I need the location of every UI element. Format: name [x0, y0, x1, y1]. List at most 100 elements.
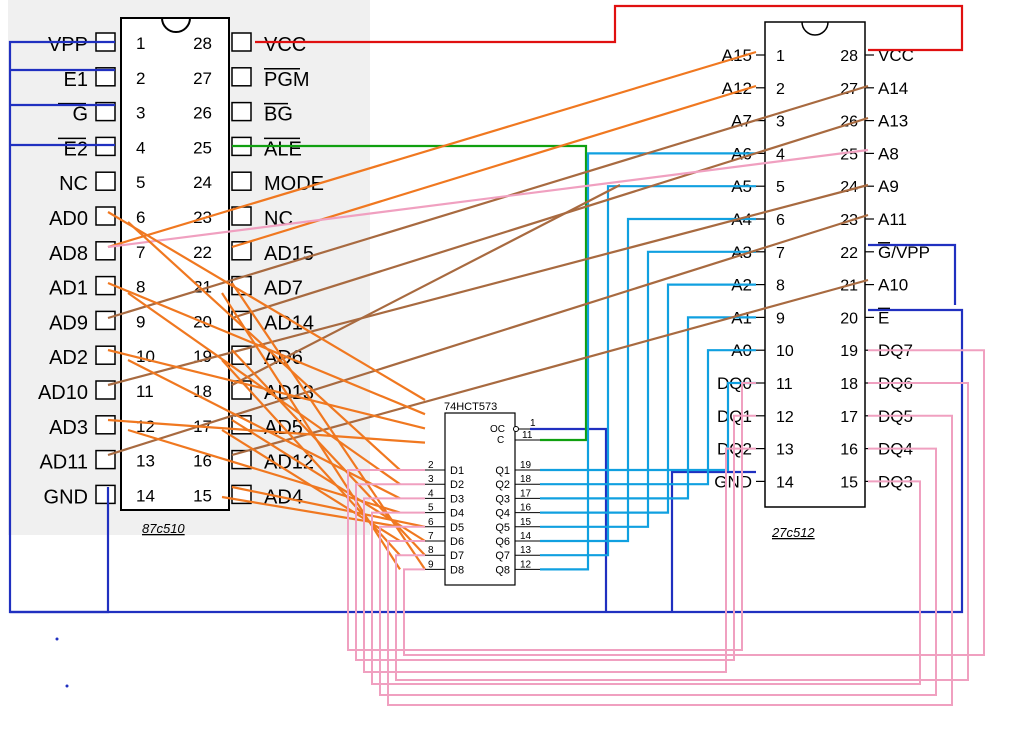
pin-number-6: 6	[776, 212, 785, 229]
pin-number-9: 9	[776, 310, 785, 327]
pin-pad	[95, 136, 116, 157]
pin-number-28: 28	[840, 48, 858, 65]
latch-pin-number-8: 8	[428, 545, 434, 556]
latch-pin-label-d1: D1	[450, 465, 464, 477]
wire-ad-fan	[127, 221, 401, 471]
address-wire-q6	[540, 217, 756, 543]
stray-dot	[65, 684, 69, 688]
latch-pin-number-7: 7	[428, 531, 434, 542]
rom-ground-wire	[670, 470, 756, 612]
pin-number-22: 22	[840, 245, 858, 262]
latch-pin-label-d2: D2	[450, 479, 464, 491]
latch-pin-number-2: 2	[428, 460, 434, 471]
pin-number-16: 16	[840, 442, 858, 459]
pin-pad	[95, 484, 116, 505]
pin-number-13: 13	[776, 442, 794, 459]
pin-label-ad9: AD9	[49, 312, 88, 334]
chip-27c512-caption: 27c512	[771, 525, 815, 540]
wire-ad14-a13	[231, 116, 869, 320]
chip-87c510-right-pins: 28VCC27PGM26BG25ALE24MODE23NC22AD1521AD7…	[193, 32, 324, 508]
pin-number-20: 20	[840, 310, 858, 327]
address-wire-q2	[540, 349, 756, 486]
pin-label-e2: E2	[64, 138, 88, 160]
pin-number-5: 5	[776, 179, 785, 196]
pin-number-26: 26	[193, 104, 212, 123]
pin-number-15: 15	[193, 486, 212, 505]
pin-label-ad8: AD8	[49, 243, 88, 265]
pin-label-ad1: AD1	[49, 278, 88, 300]
wire-ad-fan	[127, 359, 401, 500]
pin-label-ad7: AD7	[264, 278, 303, 300]
pin-number-16: 16	[193, 452, 212, 471]
wire-ad-to-latch	[231, 282, 426, 571]
latch-pin-label-d8: D8	[450, 564, 464, 576]
latch-pin-number-16: 16	[520, 503, 532, 514]
pin-label-bg: BG	[264, 104, 293, 126]
pin-pad	[231, 67, 252, 87]
data-wire-dq5	[387, 414, 953, 706]
data-wire-dq6	[395, 382, 969, 681]
data-wire-dq1	[355, 414, 756, 661]
latch-pin-label-q6: Q6	[495, 536, 510, 548]
oc-ground-wire	[530, 427, 608, 612]
data-wire-dq3	[371, 480, 921, 685]
pin-number-24: 24	[193, 173, 212, 192]
pin-pad	[95, 345, 116, 365]
pin-number-1: 1	[776, 48, 785, 65]
chip-notch	[161, 17, 191, 33]
pin-number-27: 27	[193, 69, 212, 88]
pin-number-14: 14	[136, 486, 155, 505]
pin-label-ale: ALE	[264, 138, 302, 160]
pin-number-17: 17	[840, 409, 858, 426]
pin-pad	[95, 101, 116, 122]
latch-pin-label-q8: Q8	[495, 564, 510, 576]
pin-number-18: 18	[840, 376, 858, 393]
latch-pin-label-q4: Q4	[495, 508, 510, 520]
pin-pad	[95, 241, 116, 261]
pin-number-11: 11	[136, 382, 154, 401]
pin-number-1: 1	[136, 34, 145, 53]
pin-label-e1: E1	[64, 69, 88, 91]
pin-number-13: 13	[136, 452, 155, 471]
latch-pin-number-19: 19	[520, 460, 532, 471]
pin-label-vpp: VPP	[48, 34, 88, 56]
latch-oc-num: 1	[530, 418, 536, 429]
wire-ad13-a8	[231, 184, 621, 386]
data-wire-dq2	[363, 447, 756, 673]
pin-number-14: 14	[776, 474, 794, 491]
g-vpp-wire	[868, 243, 957, 305]
wires	[8, 4, 985, 706]
data-wire-dq7	[403, 349, 985, 656]
pin-label-a8: A8	[878, 144, 899, 163]
pin-pad	[95, 67, 116, 87]
latch-pin-label-d4: D4	[450, 508, 464, 520]
latch-pin-number-9: 9	[428, 559, 434, 570]
wire-ad8-a15	[107, 50, 757, 249]
latch-pin-number-12: 12	[520, 559, 532, 570]
pin-number-4: 4	[776, 146, 785, 163]
wire-ad9-a14	[107, 84, 869, 320]
pin-label-a9: A9	[878, 177, 899, 196]
address-wire-q7	[540, 185, 756, 557]
pin-label-a14: A14	[878, 79, 908, 98]
latch-pin-number-14: 14	[520, 531, 532, 542]
pin-number-8: 8	[776, 278, 785, 295]
pin-number-3: 3	[776, 114, 785, 131]
pin-label-nc: NC	[59, 173, 88, 195]
pin-label-vcc: VCC	[878, 46, 914, 65]
pin-label-a13: A13	[878, 112, 908, 131]
address-wire-q3	[540, 316, 756, 500]
pin-label-ad15: AD15	[264, 243, 314, 265]
vcc-wire	[255, 4, 964, 52]
pin-number-2: 2	[136, 69, 145, 88]
latch-pin-number-4: 4	[428, 488, 434, 499]
latch-pin-number-13: 13	[520, 545, 532, 556]
pin-label-a10: A10	[878, 276, 908, 295]
latch-pin-number-15: 15	[520, 517, 532, 528]
stray-dot	[55, 637, 59, 641]
pin-label-g-vpp: G/VPP	[878, 243, 930, 262]
latch-pin-number-3: 3	[428, 474, 434, 485]
